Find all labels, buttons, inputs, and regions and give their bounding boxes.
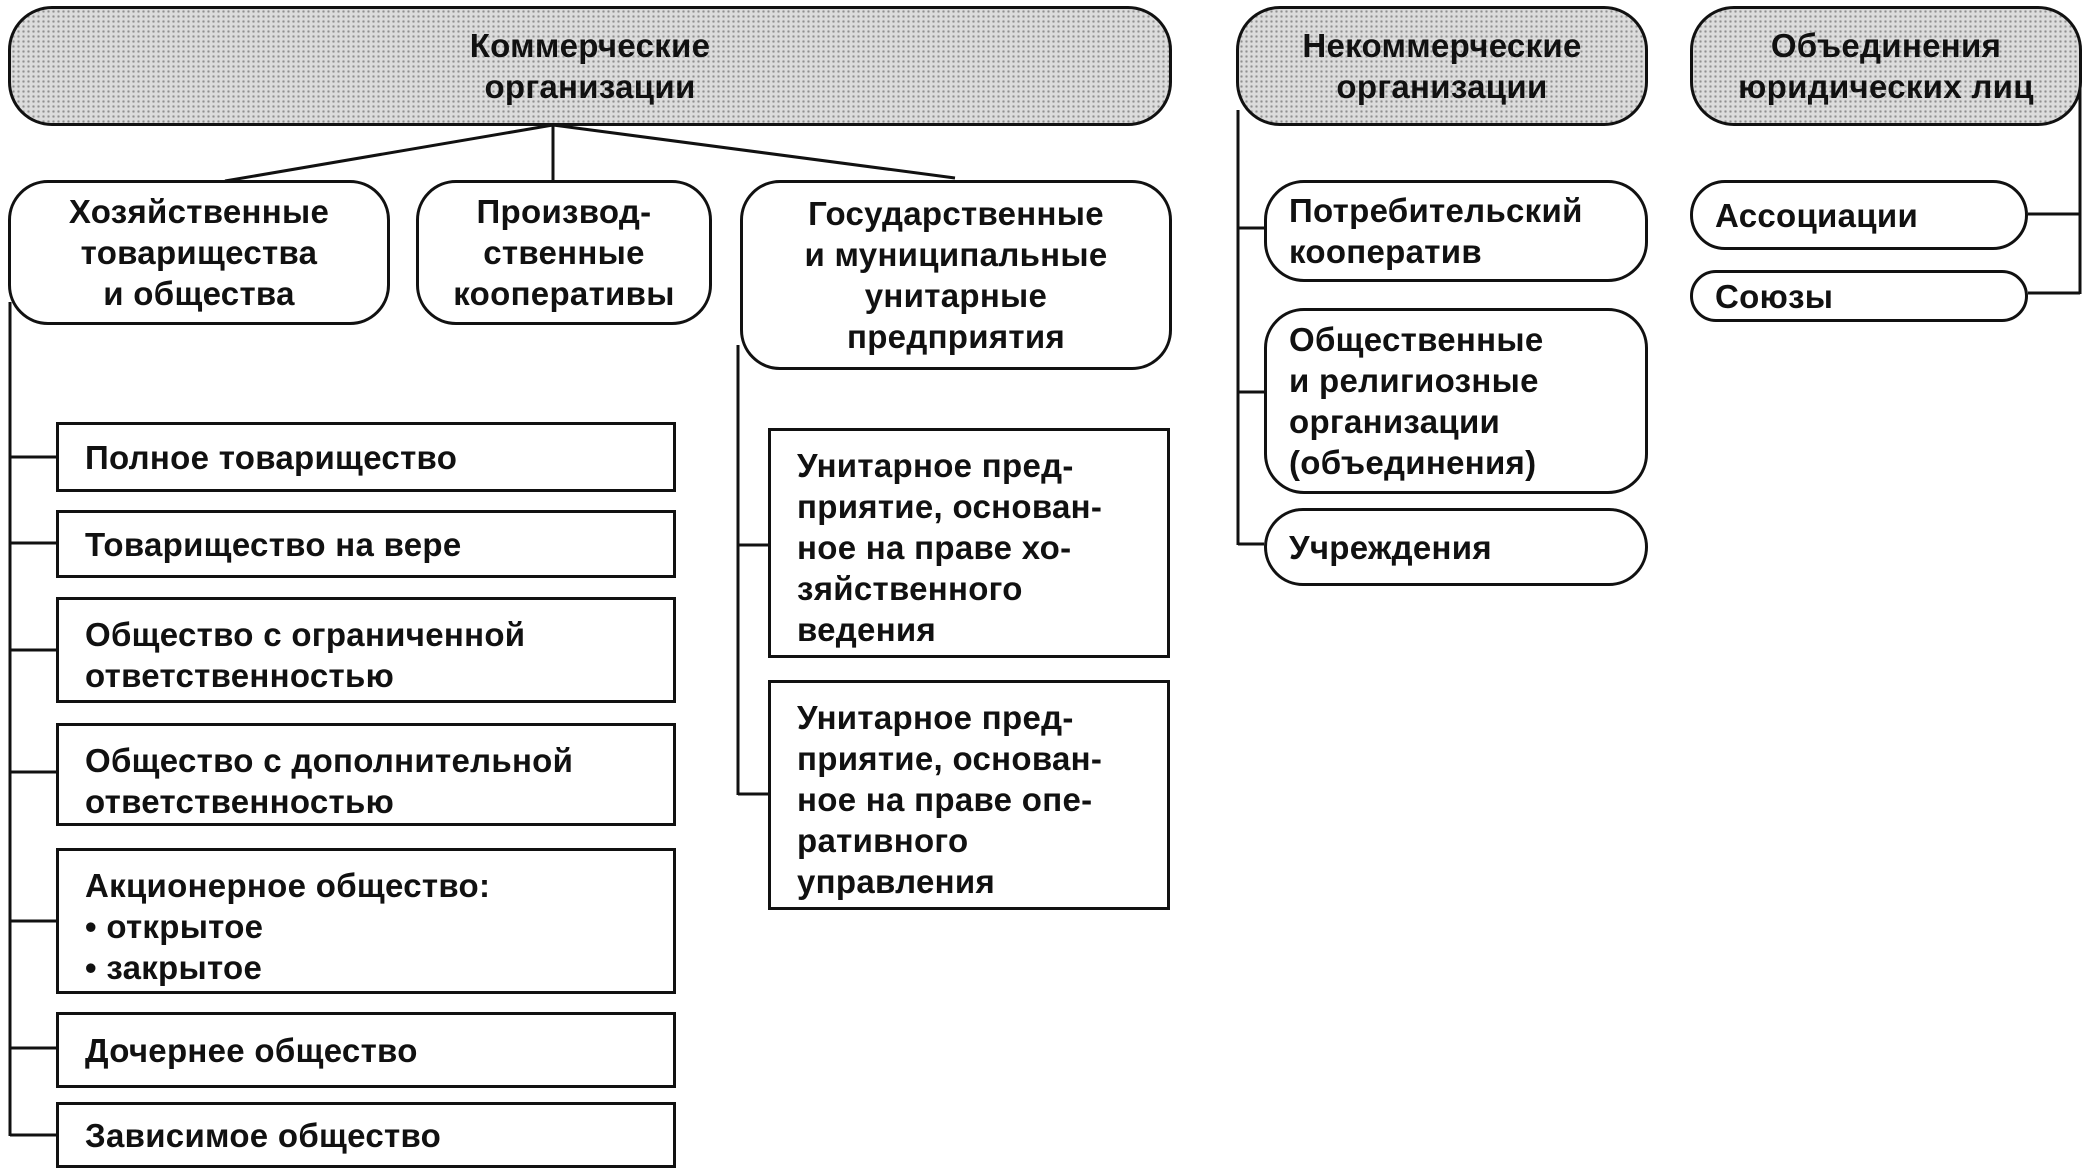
group-unitary: Государственные и муниципальные унитарны… [740, 180, 1172, 370]
group-partnerships: Хозяйственные товарищества и общества [8, 180, 390, 325]
association-type-associations: Ассоциации [1690, 180, 2028, 250]
partnership-type-alc: Общество с дополнительной ответственност… [56, 723, 676, 826]
header-commercial-label: Коммерческие организации [469, 27, 711, 105]
header-associations: Объединения юридических лиц [1690, 6, 2082, 126]
partnership-type-dependent: Зависимое общество [56, 1102, 676, 1168]
noncommercial-type-consumer-coop: Потребительский кооператив [1264, 180, 1648, 282]
partnership-type-limited: Товарищество на вере [56, 510, 676, 578]
partnership-type-jsc: Акционерное общество: • открытое • закры… [56, 848, 676, 994]
association-type-unions: Союзы [1690, 270, 2028, 322]
connector-commercial-unitary [552, 123, 956, 180]
noncommercial-type-institutions: Учреждения [1264, 508, 1648, 586]
header-commercial: Коммерческие организации [8, 6, 1172, 126]
connector-commercial-partnerships [224, 123, 554, 183]
unitary-type-operational: Унитарное пред- приятие, основан- ное на… [768, 680, 1170, 910]
partnership-type-llc: Общество с ограниченной ответственностью [56, 597, 676, 703]
group-partnerships-label: Хозяйственные товарищества и общества [68, 193, 330, 312]
header-noncommercial: Некоммерческие организации [1236, 6, 1648, 126]
noncommercial-type-public-religious: Общественные и религиозные организации (… [1264, 308, 1648, 494]
header-noncommercial-label: Некоммерческие организации [1302, 27, 1582, 105]
group-coops: Производ- ственные кооперативы [416, 180, 712, 325]
header-associations-label: Объединения юридических лиц [1738, 27, 2034, 105]
partnership-type-full: Полное товарищество [56, 422, 676, 492]
partnership-type-subsidiary: Дочернее общество [56, 1012, 676, 1088]
group-coops-label: Производ- ственные кооперативы [453, 193, 675, 312]
unitary-type-economic: Унитарное пред- приятие, основан- ное на… [768, 428, 1170, 658]
group-unitary-label: Государственные и муниципальные унитарны… [804, 195, 1108, 355]
